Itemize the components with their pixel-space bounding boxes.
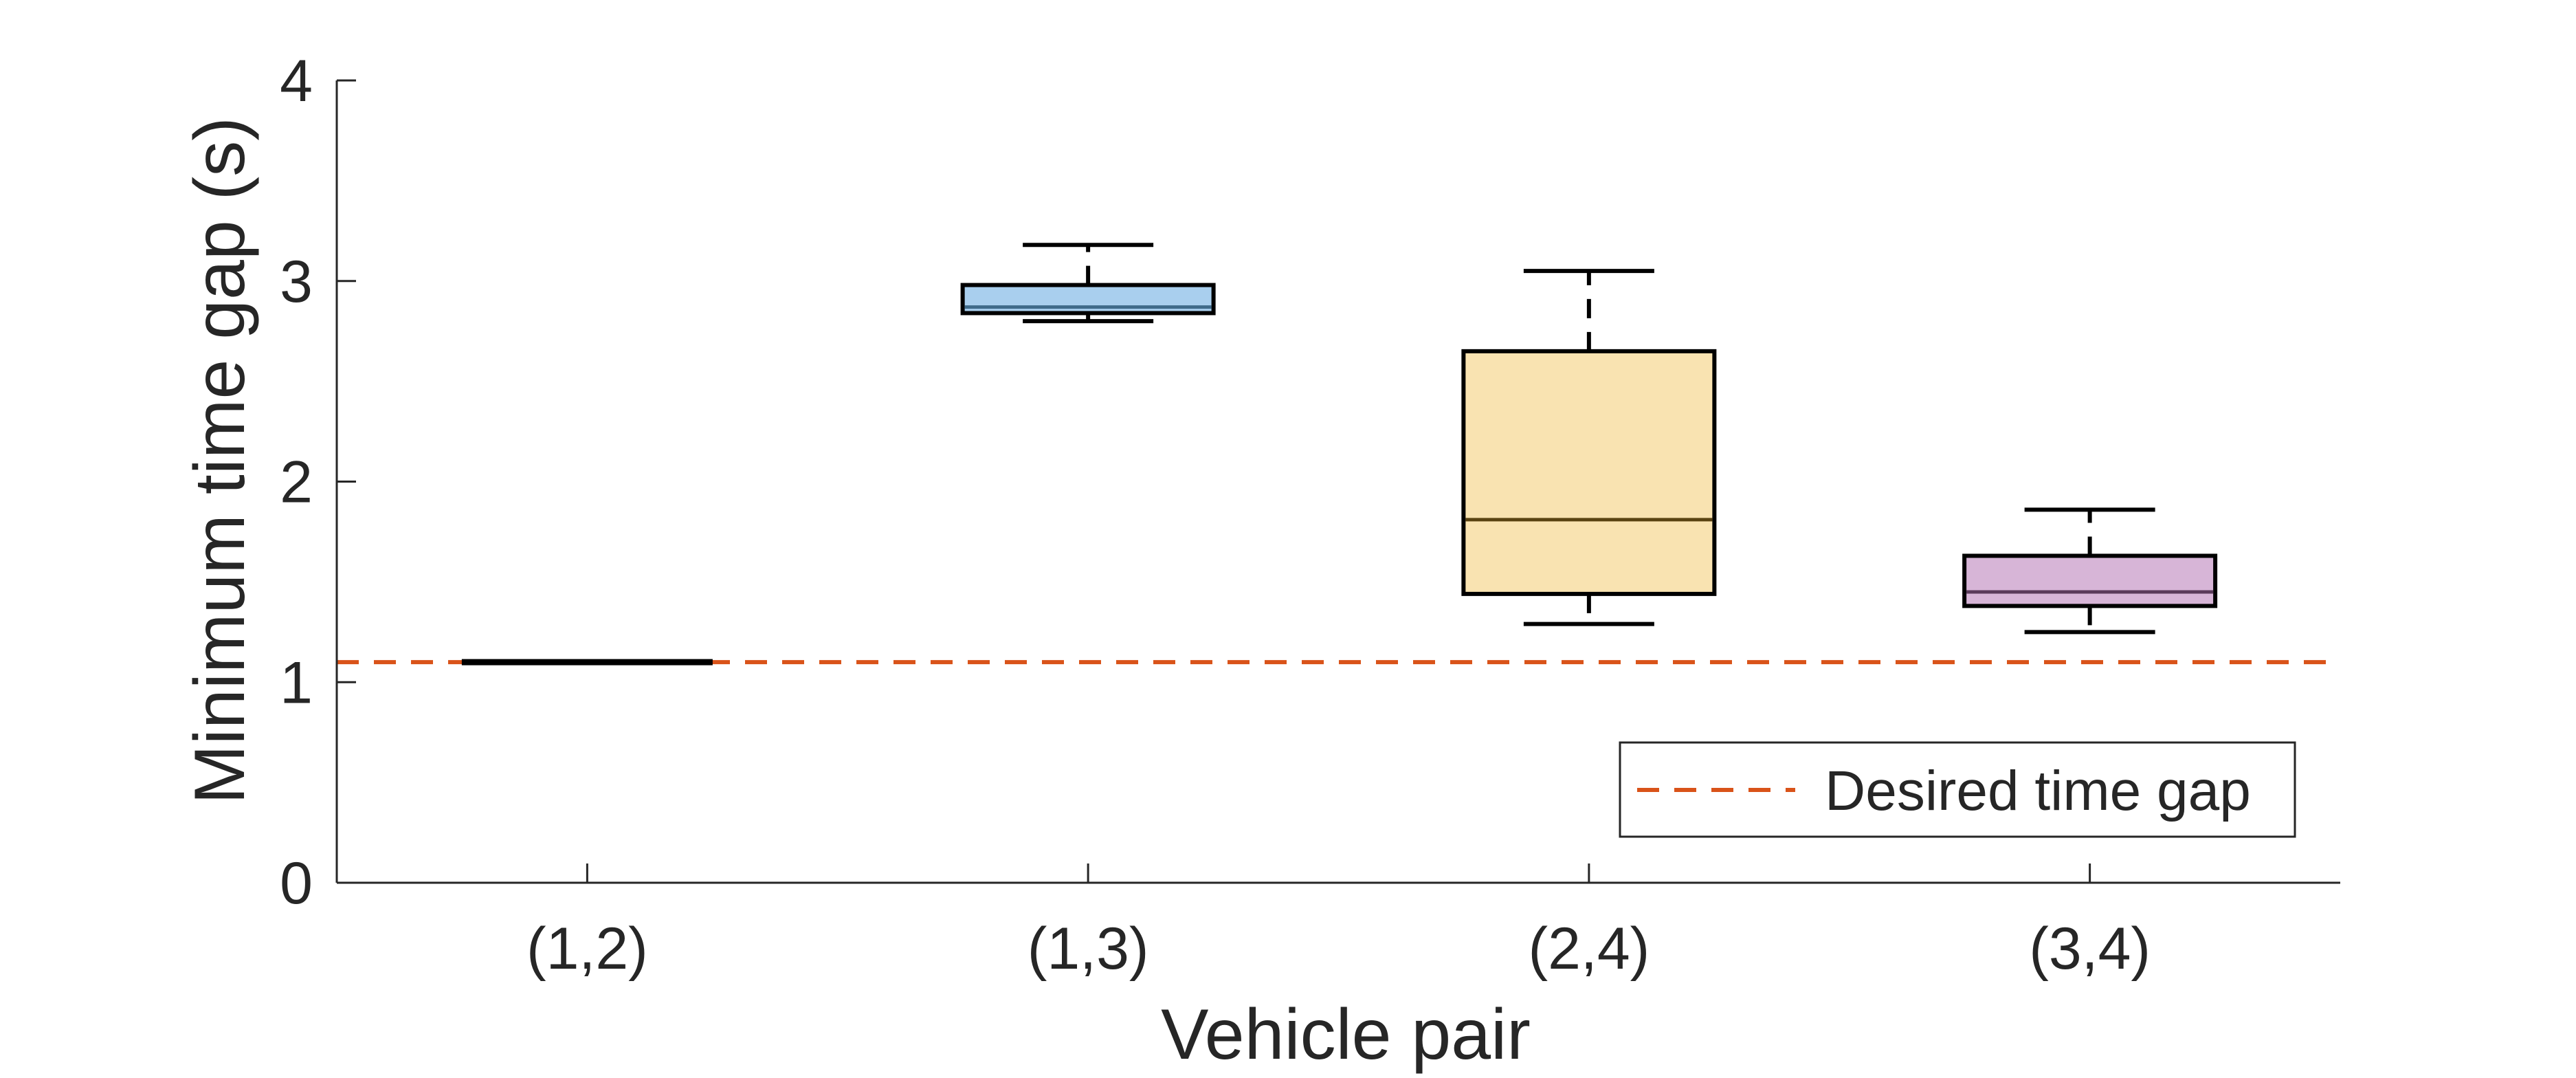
x-tick-label: (1,2)	[526, 916, 648, 982]
box-iqr	[1461, 349, 1717, 596]
x-tick-label: (2,4)	[1528, 916, 1650, 982]
legend-label-desired-time-gap: Desired time gap	[1825, 760, 2251, 822]
x-tick-label: (1,3)	[1028, 916, 1149, 982]
y-tick-label: 0	[280, 850, 313, 916]
y-axis-title: Minimum time gap (s)	[180, 117, 260, 804]
y-tick-label: 2	[280, 450, 313, 516]
x-tick-label: (3,4)	[2029, 916, 2151, 982]
box-iqr	[960, 283, 1216, 316]
y-tick-label: 3	[280, 249, 313, 315]
x-axis-title: Vehicle pair	[1161, 995, 1531, 1075]
box--2-4-	[1461, 269, 1717, 626]
axes: 0 1 2 3 4 (1,2) (1,3) (2,4) (3,4)	[280, 48, 2340, 982]
box--3-4-	[1962, 507, 2218, 635]
legend: Desired time gap	[1619, 741, 2296, 838]
y-tick-label: 4	[280, 48, 313, 114]
box--1-3-	[960, 243, 1216, 324]
box-iqr	[1962, 553, 2218, 608]
plot-area	[337, 243, 2340, 666]
y-tick-label: 1	[280, 650, 313, 716]
